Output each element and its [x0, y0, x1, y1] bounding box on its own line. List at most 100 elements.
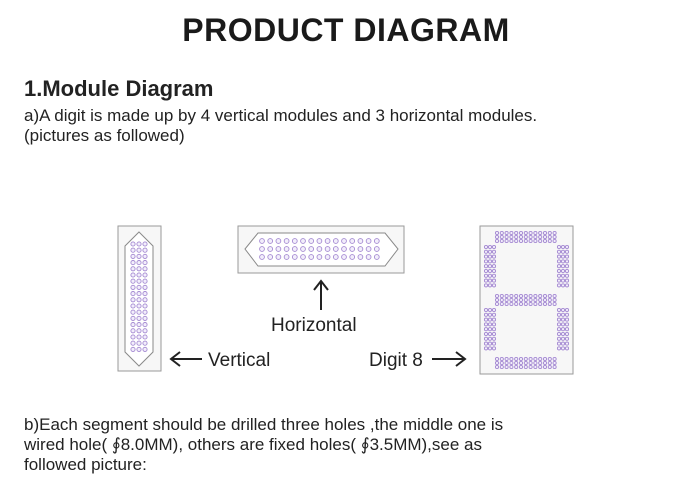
- led-dot: [499, 364, 504, 370]
- led-dot: [283, 238, 290, 244]
- led-dot: [491, 268, 497, 274]
- led-dot: [491, 264, 497, 269]
- led-dot: [130, 266, 136, 272]
- led-dot: [560, 336, 566, 341]
- led-dot: [504, 230, 509, 236]
- led-dot: [487, 273, 493, 278]
- led-dot: [341, 254, 347, 260]
- led-dot: [494, 293, 500, 299]
- led-dot: [483, 322, 489, 327]
- led-dot: [538, 238, 543, 244]
- led-dot: [547, 234, 552, 240]
- led-dot: [267, 238, 274, 244]
- led-dot: [483, 273, 489, 278]
- led-dot: [487, 283, 493, 288]
- led-dot: [142, 272, 148, 278]
- led-dot: [487, 327, 493, 332]
- led-dot: [136, 253, 142, 259]
- led-dot: [291, 254, 298, 260]
- led-dot: [556, 259, 562, 264]
- led-dot: [499, 234, 504, 240]
- led-dot: [499, 297, 504, 303]
- led-dot: [483, 249, 489, 254]
- led-dot: [542, 293, 548, 299]
- led-dot: [494, 234, 500, 240]
- led-dot: [142, 241, 148, 247]
- led-dot: [491, 336, 497, 341]
- paragraph-b-line-2: wired hole( ∮8.0MM), others are fixed ho…: [24, 435, 482, 454]
- led-dot: [483, 254, 489, 259]
- led-dot: [499, 360, 504, 366]
- led-dot: [324, 254, 331, 260]
- led-dot: [365, 238, 372, 244]
- led-dot: [357, 246, 364, 252]
- led-dot: [136, 309, 142, 315]
- led-dot: [528, 293, 533, 299]
- led-dot: [528, 238, 533, 244]
- led-dot: [130, 291, 136, 297]
- led-dot: [518, 234, 524, 240]
- led-dot: [494, 230, 500, 236]
- led-dot: [483, 327, 489, 332]
- led-dot: [341, 246, 347, 252]
- digit-arrow: [432, 351, 467, 367]
- led-dot: [542, 238, 548, 244]
- led-dot: [528, 234, 533, 240]
- led-dot: [504, 238, 509, 244]
- led-dot: [130, 241, 136, 247]
- led-dot: [560, 312, 566, 317]
- led-dot: [491, 341, 497, 346]
- led-dot: [142, 247, 148, 253]
- led-dot: [552, 301, 557, 307]
- led-dot: [556, 322, 562, 327]
- led-dot: [491, 317, 497, 322]
- led-dot: [564, 322, 570, 327]
- led-dot: [504, 293, 509, 299]
- led-dot: [552, 293, 557, 299]
- led-dot: [564, 259, 570, 264]
- section-heading: 1.Module Diagram: [24, 76, 214, 101]
- led-dot: [518, 364, 524, 370]
- led-dot: [538, 356, 543, 362]
- led-dot: [491, 307, 497, 313]
- led-dot: [560, 331, 566, 337]
- led-dot: [556, 278, 562, 283]
- led-dot: [542, 234, 548, 240]
- led-dot: [130, 346, 136, 352]
- led-dot: [483, 268, 489, 274]
- led-dot: [142, 309, 148, 315]
- led-dot: [487, 312, 493, 317]
- led-dot: [560, 322, 566, 327]
- led-dot: [130, 247, 136, 253]
- led-dot: [483, 259, 489, 264]
- horizontal-label: Horizontal: [271, 315, 357, 336]
- led-dot: [564, 264, 570, 269]
- led-dot: [487, 268, 493, 274]
- led-dot: [487, 259, 493, 264]
- led-dot: [142, 297, 148, 303]
- led-dot: [542, 360, 548, 366]
- page-title: PRODUCT DIAGRAM: [182, 12, 510, 48]
- led-dot: [136, 291, 142, 297]
- led-dot: [491, 249, 497, 254]
- led-dot: [542, 230, 548, 236]
- led-dot: [291, 246, 298, 252]
- led-dot: [504, 234, 509, 240]
- led-dot: [538, 301, 543, 307]
- led-dot: [483, 312, 489, 317]
- led-dot: [130, 278, 136, 284]
- led-dot: [136, 322, 142, 328]
- led-dot: [130, 260, 136, 266]
- led-dot: [142, 346, 148, 352]
- led-dot: [291, 238, 298, 244]
- led-dot: [533, 293, 538, 299]
- led-dot: [528, 360, 533, 366]
- led-dot: [533, 297, 538, 303]
- led-dot: [528, 364, 533, 370]
- led-dot: [514, 230, 519, 236]
- led-dot: [564, 254, 570, 259]
- led-dot: [518, 301, 524, 307]
- led-dot: [547, 360, 552, 366]
- led-dot: [547, 301, 552, 307]
- led-dot: [130, 322, 136, 328]
